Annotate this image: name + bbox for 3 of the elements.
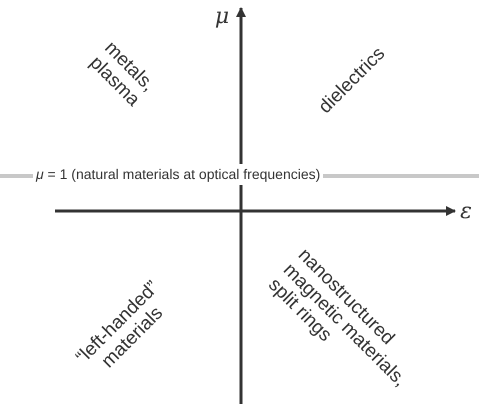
axis-label: μ [214,6,230,26]
axis-label: ε [459,200,473,222]
reference-line-label: μ = 1 (natural materials at optical frequencies) [33,164,324,184]
